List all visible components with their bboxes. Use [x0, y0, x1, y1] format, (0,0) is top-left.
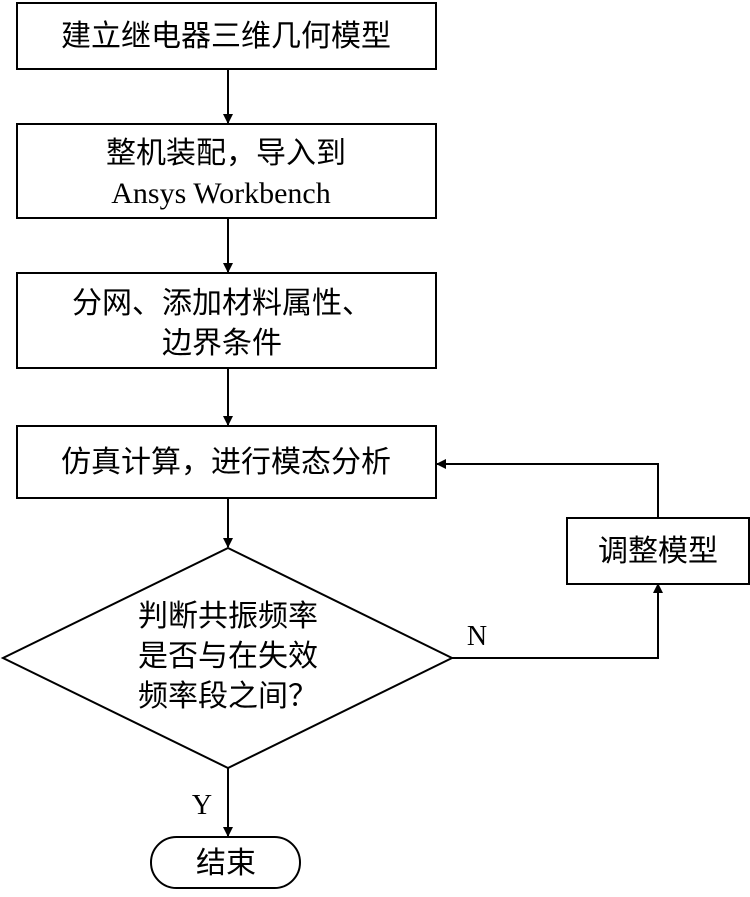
step-mesh-materials-label-line2: 边界条件	[162, 326, 282, 361]
decision-resonance-frequency-diamond: 判断共振频率 是否与在失效 频率段之间？	[0, 546, 455, 770]
decision-label-line3: 频率段之间？	[138, 679, 318, 714]
branch-label-no: N	[467, 621, 487, 652]
step-mesh-materials-label-line1: 分网、添加材料属性、	[72, 286, 372, 321]
decision-label-line2: 是否与在失效	[138, 639, 318, 674]
step-simulation-modal-analysis-box: 仿真计算，进行模态分析	[16, 425, 437, 499]
end-label: 结束	[196, 846, 256, 881]
step-mesh-materials-box: 分网、添加材料属性、 边界条件	[16, 272, 437, 369]
end-terminator: 结束	[150, 836, 301, 889]
arrow-adjust-to-step4	[436, 459, 659, 518]
step-assembly-import-box: 整机装配，导入到 Ansys Workbench	[16, 123, 437, 219]
arrow-decision-no-to-adjust	[452, 583, 663, 659]
step-assembly-import-label-line1: 整机装配，导入到	[106, 136, 346, 171]
decision-label-line1: 判断共振频率	[138, 599, 318, 634]
step-build-3d-model-label: 建立继电器三维几何模型	[61, 19, 391, 54]
step-assembly-import-label-line2: Ansys Workbench	[111, 177, 331, 210]
step-adjust-model-box: 调整模型	[566, 517, 750, 585]
step-simulation-modal-analysis-label: 仿真计算，进行模态分析	[61, 445, 391, 480]
step-adjust-model-label: 调整模型	[598, 534, 718, 569]
step-build-3d-model-box: 建立继电器三维几何模型	[16, 2, 437, 70]
branch-label-yes: Y	[192, 790, 212, 821]
